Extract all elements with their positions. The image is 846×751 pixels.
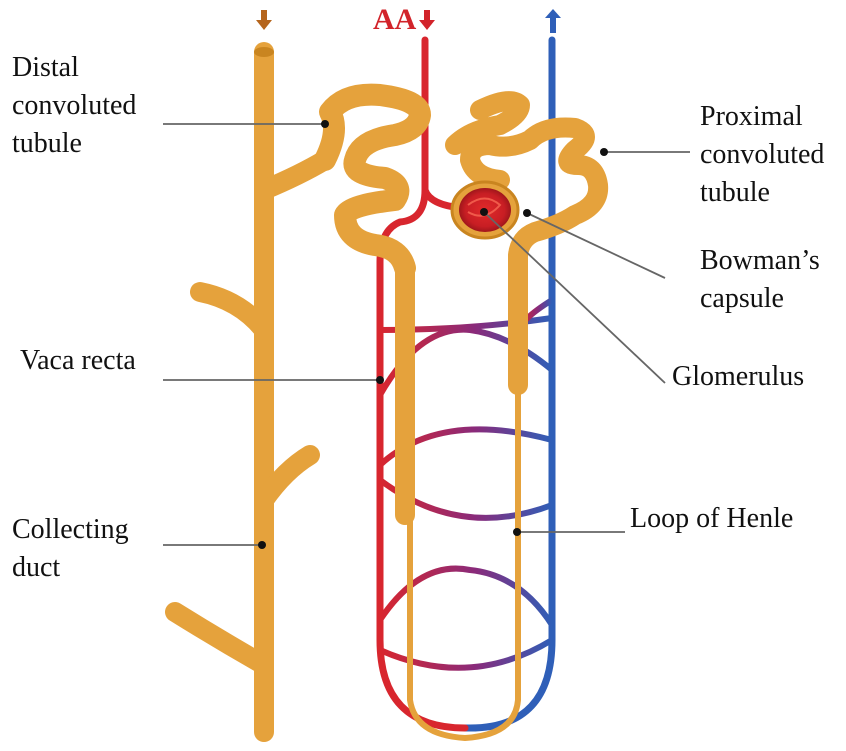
- distal-label-line-3: tubule: [12, 125, 136, 163]
- loop-of-henle: [405, 101, 598, 515]
- proximal-label-line-1: Proximal: [700, 98, 824, 136]
- collecting-duct-label-line-2: duct: [12, 549, 129, 587]
- distal-label-line-2: convoluted: [12, 87, 136, 125]
- proximal-label: Proximal convoluted tubule: [700, 98, 824, 212]
- afferent-arteriole-label: AA: [373, 2, 416, 38]
- bowmans-label-line-2: capsule: [700, 280, 820, 318]
- bowmans-label: Bowman’s capsule: [700, 242, 820, 318]
- vasa-recta-label: Vaca recta: [20, 342, 136, 380]
- distal-convoluted-tubule: [325, 95, 420, 268]
- collecting-duct-label-line-1: Collecting: [12, 511, 129, 549]
- afferent-arrow-icon: [419, 10, 435, 30]
- proximal-label-line-2: convoluted: [700, 136, 824, 174]
- distal-label-line-1: Distal: [12, 49, 136, 87]
- collecting-duct-label: Collecting duct: [12, 511, 129, 587]
- distal-label: Distal convoluted tubule: [12, 49, 136, 163]
- collecting-duct: [175, 52, 325, 732]
- collecting-duct-opening: [254, 47, 274, 57]
- bowmans-label-line-1: Bowman’s: [700, 242, 820, 280]
- glomerulus-label: Glomerulus: [672, 358, 804, 396]
- proximal-label-line-3: tubule: [700, 174, 824, 212]
- flow-up-arrow-icon: [545, 9, 561, 33]
- flow-down-arrow-icon: [256, 10, 272, 30]
- loop-of-henle-label: Loop of Henle: [630, 500, 793, 538]
